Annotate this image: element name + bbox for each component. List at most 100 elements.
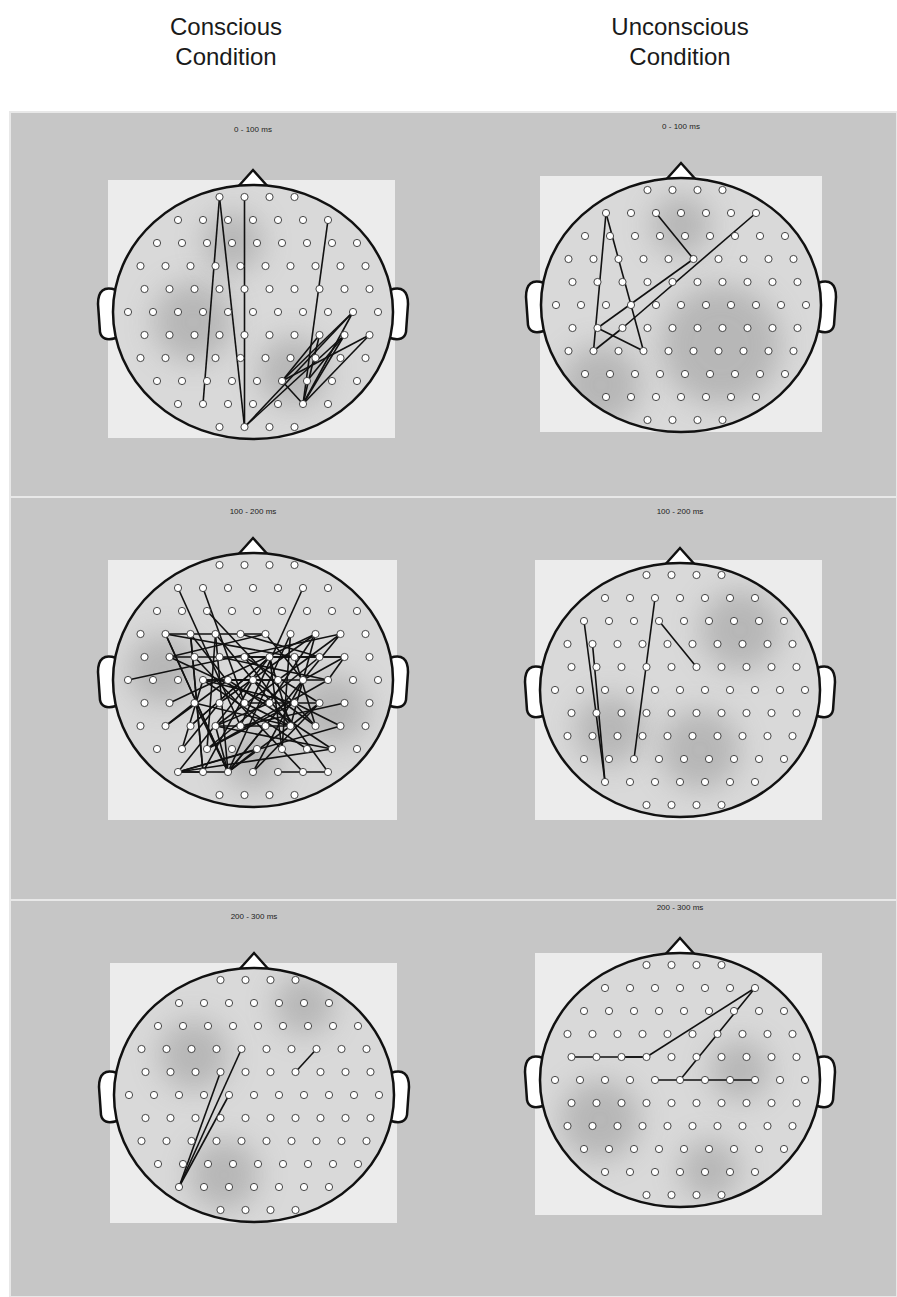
electrode — [266, 193, 273, 200]
electrode — [668, 663, 675, 670]
connectivity-line — [680, 988, 755, 1080]
electrode — [781, 232, 788, 239]
electrode — [690, 347, 697, 354]
electrode — [751, 1076, 758, 1083]
electrode — [768, 663, 775, 670]
electrode — [242, 1114, 249, 1121]
electrode — [212, 630, 219, 637]
electrode — [150, 1091, 157, 1098]
electrode — [755, 1007, 762, 1014]
scalp-map — [540, 563, 820, 817]
electrode — [354, 1022, 361, 1029]
electrode — [178, 239, 185, 246]
electrode — [300, 1091, 307, 1098]
electrode — [324, 768, 331, 775]
connectivity-line — [166, 634, 229, 772]
electrode — [212, 722, 219, 729]
electrode — [149, 676, 156, 683]
electrode — [739, 1030, 746, 1037]
electrode — [693, 709, 700, 716]
electrode — [643, 1053, 650, 1060]
electrode — [626, 1168, 633, 1175]
electrode — [764, 1122, 771, 1129]
electrode — [615, 255, 622, 262]
electrode — [187, 630, 194, 637]
electrode — [701, 984, 708, 991]
electrode — [266, 699, 273, 706]
electrode — [589, 1122, 596, 1129]
electrode — [630, 1145, 637, 1152]
electrode — [337, 354, 344, 361]
electrode — [580, 1007, 587, 1014]
electrode — [274, 676, 281, 683]
connectivity-line — [303, 335, 345, 404]
connectivity-line — [593, 644, 606, 782]
head-map — [526, 163, 836, 432]
electrode — [769, 324, 776, 331]
electrode — [664, 732, 671, 739]
electrode — [693, 571, 700, 578]
electrode — [593, 709, 600, 716]
electrode — [751, 686, 758, 693]
electrode — [250, 999, 257, 1006]
electrode — [316, 285, 323, 292]
electrode — [568, 1099, 575, 1106]
electrode — [794, 324, 801, 331]
electrode — [241, 331, 248, 338]
electrode — [137, 630, 144, 637]
electrode — [228, 377, 235, 384]
electrode — [719, 416, 726, 423]
electrode — [253, 745, 260, 752]
electrode — [250, 1091, 257, 1098]
electrode — [325, 1183, 332, 1190]
electrode — [714, 1030, 721, 1037]
electrode — [606, 232, 613, 239]
time-window-label: 0 - 100 ms — [621, 122, 741, 132]
electrode — [740, 347, 747, 354]
electrode — [790, 347, 797, 354]
power-shading — [274, 975, 334, 1035]
electrode — [367, 1068, 374, 1075]
panel-ground — [10, 497, 897, 900]
electrode — [224, 216, 231, 223]
electrode — [203, 745, 210, 752]
electrode — [718, 1191, 725, 1198]
electrode — [313, 1045, 320, 1052]
electrode — [299, 584, 306, 591]
time-window-label: 200 - 300 ms — [620, 903, 740, 913]
electrode — [175, 999, 182, 1006]
electrode — [702, 209, 709, 216]
electrode — [342, 1068, 349, 1075]
electrode — [225, 1183, 232, 1190]
electrode — [266, 653, 273, 660]
electrode — [726, 594, 733, 601]
electrode — [191, 653, 198, 660]
electrode — [802, 301, 809, 308]
connectivity-line — [291, 634, 316, 726]
electrode — [292, 976, 299, 983]
electrode — [237, 354, 244, 361]
connectivity-line — [244, 197, 246, 427]
electrode — [267, 1068, 274, 1075]
electrode — [291, 699, 298, 706]
connectivity-line — [270, 657, 291, 726]
electrode — [601, 778, 608, 785]
electrode — [577, 301, 584, 308]
electrode — [665, 347, 672, 354]
electrode — [292, 1068, 299, 1075]
connectivity-line — [282, 312, 353, 381]
electrode — [153, 239, 160, 246]
electrode — [179, 1022, 186, 1029]
electrode — [726, 984, 733, 991]
electrode — [651, 1076, 658, 1083]
electrode — [630, 1007, 637, 1014]
electrode — [162, 354, 169, 361]
electrode — [275, 999, 282, 1006]
electrode — [153, 607, 160, 614]
connectivity-line — [594, 213, 607, 351]
electrode — [216, 699, 223, 706]
electrode — [275, 1183, 282, 1190]
electrode — [362, 262, 369, 269]
electrode — [726, 778, 733, 785]
head-outline — [540, 953, 820, 1207]
